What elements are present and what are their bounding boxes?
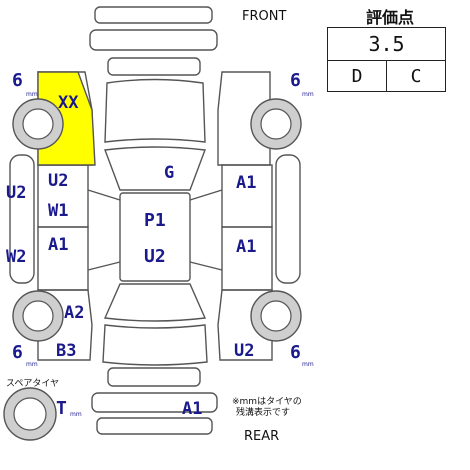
right-side-sill	[275, 154, 301, 284]
grade-score: 3.5	[327, 27, 446, 61]
grade-exterior: C	[386, 60, 446, 92]
left-side-sill	[9, 154, 35, 284]
grade-interior: D	[327, 60, 387, 92]
front-label: FRONT	[242, 9, 286, 24]
grade-table: 3.5 D C	[327, 27, 446, 92]
rear-bumper-bar	[96, 417, 213, 435]
tire-front-left-unit: mm	[26, 91, 38, 98]
grade-title: 評価点	[365, 8, 414, 27]
rear-right-tire	[250, 290, 302, 342]
tire-front-left-value: 6	[12, 70, 23, 91]
spare-tire-label: スペアタイヤ	[6, 378, 59, 389]
code-windshield: G	[164, 163, 174, 183]
code-front-left-fender: XX	[58, 93, 79, 113]
right-rear-quarter	[217, 289, 273, 361]
tire-rear-right-value: 6	[290, 342, 301, 363]
tire-front-right-unit: mm	[302, 91, 314, 98]
note-line-1: ※mmはタイヤの	[232, 396, 302, 407]
tire-spare-unit: mm	[70, 411, 82, 418]
tire-rear-left-unit: mm	[26, 361, 38, 368]
code-right-rear-door: A1	[236, 237, 256, 257]
code-left-rear-door: A1	[48, 235, 68, 255]
code-right-front-door: A1	[236, 173, 256, 193]
code-left-front-door-1: U2	[48, 171, 68, 191]
code-left-front-door-2: W1	[48, 201, 68, 221]
tire-front-right-value: 6	[290, 70, 301, 91]
code-right-rear-quarter: U2	[234, 341, 254, 361]
front-left-tire	[12, 98, 64, 150]
roof-panel	[119, 192, 191, 282]
code-left-front-pillar: U2	[6, 183, 26, 203]
left-rear-quarter	[37, 289, 93, 361]
code-roof-2: U2	[144, 246, 166, 267]
rear-left-tire	[12, 290, 64, 342]
tire-spare-value: T	[56, 398, 67, 419]
spare-tire	[3, 387, 57, 441]
rear-plate	[107, 367, 201, 387]
tire-rear-right-unit: mm	[302, 361, 314, 368]
code-rear-bumper: A1	[182, 399, 202, 419]
front-right-tire	[250, 98, 302, 150]
front-bumper	[94, 6, 213, 24]
front-grille	[89, 29, 218, 51]
code-left-rear-pillar: W2	[6, 247, 26, 267]
rear-window	[103, 283, 207, 322]
code-left-rear-quarter: A2	[64, 303, 84, 323]
windshield-panel	[104, 146, 206, 191]
code-roof-1: P1	[144, 210, 166, 231]
code-left-rear-bumper: B3	[56, 341, 76, 361]
hood	[104, 78, 206, 143]
note-line-2: 残溝表示です	[236, 406, 290, 418]
front-plate	[107, 57, 201, 76]
rear-label: REAR	[244, 429, 279, 444]
trunk-lid	[102, 324, 208, 366]
rear-panel	[91, 392, 218, 413]
tire-rear-left-value: 6	[12, 342, 23, 363]
